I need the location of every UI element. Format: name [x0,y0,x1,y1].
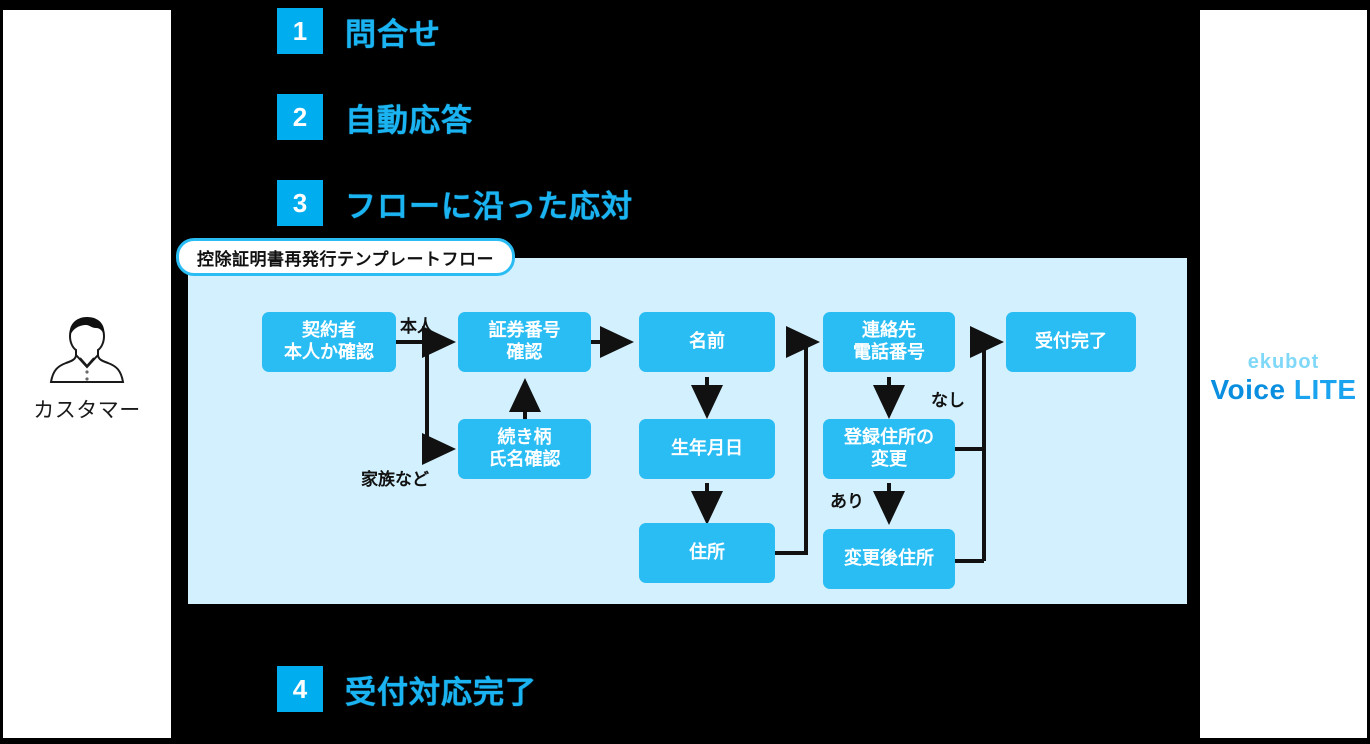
flow-node-new-address-label: 変更後住所 [844,547,934,569]
brand-lite-word: LITE [1293,374,1357,405]
flow-node-contact-phone[interactable]: 連絡先電話番号 [823,312,955,372]
brand-voice-word: Voice [1210,374,1294,405]
flow-node-relationship[interactable]: 続き柄氏名確認 [458,419,591,479]
step-badge-3: 3 [277,180,323,226]
flow-node-address-change[interactable]: 登録住所の変更 [823,419,955,479]
flow-node-complete-label: 受付完了 [1035,330,1107,352]
flow-node-address[interactable]: 住所 [639,523,775,583]
brand-voice-lite-text: Voice LITE [1210,374,1356,406]
edge-label-self: 本人 [400,317,434,337]
customer-block: カスタマー [3,312,171,432]
customer-label: カスタマー [33,398,141,422]
flow-node-address-change-label: 登録住所の変更 [844,426,934,471]
brand-logo: ekubot Voice LITE [1200,352,1367,406]
step-label-4: 受付対応完了 [345,674,537,711]
flow-node-birthdate-label: 生年月日 [671,437,743,459]
flow-node-policy-number[interactable]: 証券番号確認 [458,312,591,372]
flow-node-contractor-label: 契約者本人か確認 [284,319,374,364]
flow-node-name[interactable]: 名前 [639,312,775,372]
edge-label-family: 家族など [361,470,429,490]
edge-label-yes: あり [830,492,864,512]
flow-node-address-label: 住所 [689,541,725,563]
step-item-3: 3 フローに沿った応対 [277,180,633,226]
flow-node-new-address[interactable]: 変更後住所 [823,529,955,589]
step-item-2: 2 自動応答 [277,94,473,140]
step-badge-1: 1 [277,8,323,54]
step-label-3: フローに沿った応対 [345,188,633,225]
step-label-2: 自動応答 [345,102,473,139]
brand-ekubot-text: ekubot [1247,351,1320,373]
flow-title-pill: 控除証明書再発行テンプレートフロー [176,238,515,276]
flow-node-complete[interactable]: 受付完了 [1006,312,1136,372]
step-item-1: 1 問合せ [277,8,441,54]
person-avatar-icon [49,317,125,383]
right-white-panel [1200,10,1367,738]
step-label-1: 問合せ [345,16,441,53]
flow-node-birthdate[interactable]: 生年月日 [639,419,775,479]
edge-label-none: なし [931,391,965,411]
step-badge-2: 2 [277,94,323,140]
step-item-4: 4 受付対応完了 [277,666,537,712]
flow-node-contractor[interactable]: 契約者本人か確認 [262,312,396,372]
flow-node-policy-number-label: 証券番号確認 [488,319,561,364]
flow-node-relationship-label: 続き柄氏名確認 [488,426,561,471]
flow-node-name-label: 名前 [689,330,725,352]
step-badge-4: 4 [277,666,323,712]
flow-node-contact-phone-label: 連絡先電話番号 [853,319,925,364]
